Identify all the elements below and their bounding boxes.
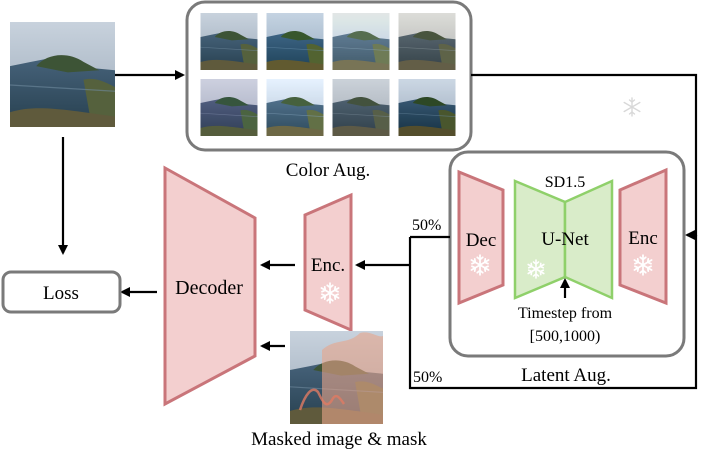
loss-label: Loss <box>43 283 79 304</box>
unet-label: U-Net <box>541 229 589 250</box>
color-aug-thumbnails <box>200 13 456 136</box>
latent-aug-box: Dec SD1.5 U-Net Enc Timestep from [500,1… <box>448 150 686 358</box>
color-aug-thumbnail <box>332 79 390 136</box>
decoder-block <box>163 165 257 407</box>
snowflake-icon <box>623 97 641 117</box>
encoder-block <box>303 192 353 333</box>
color-aug-box <box>185 0 473 152</box>
decoder-label: Decoder <box>175 277 243 299</box>
branch-bottom-line <box>408 235 698 390</box>
arrow-color-aug-to-latent-aug <box>471 73 698 240</box>
masked-image-label: Masked image & mask <box>251 429 427 450</box>
color-aug-thumbnail <box>332 13 390 70</box>
model-label: SD1.5 <box>545 174 585 191</box>
color-aug-thumbnail <box>266 13 324 70</box>
input-image <box>10 22 115 127</box>
latent-dec-label: Dec <box>466 230 497 251</box>
color-aug-thumbnail <box>266 79 324 136</box>
color-aug-thumbnail <box>200 79 258 136</box>
timestep-line2: [500,1000) <box>530 328 601 345</box>
branch-bottom-pct: 50% <box>413 369 442 386</box>
encoder-label: Enc. <box>311 255 345 276</box>
mask-overlay <box>322 332 383 424</box>
unet-right-block <box>563 179 614 300</box>
latent-dec-block <box>457 169 505 306</box>
color-aug-thumbnail <box>398 79 456 136</box>
latent-enc-block <box>618 167 668 306</box>
loss-box <box>1 270 122 314</box>
timestep-line1: Timestep from <box>518 305 613 322</box>
color-aug-thumbnail <box>398 13 456 70</box>
color-aug-thumbnail <box>200 13 258 70</box>
masked-image <box>290 331 383 424</box>
latent-enc-label: Enc <box>628 228 658 249</box>
branch-top-pct: 50% <box>412 217 441 234</box>
color-aug-label: Color Aug. <box>286 160 370 181</box>
latent-aug-label: Latent Aug. <box>521 365 611 386</box>
